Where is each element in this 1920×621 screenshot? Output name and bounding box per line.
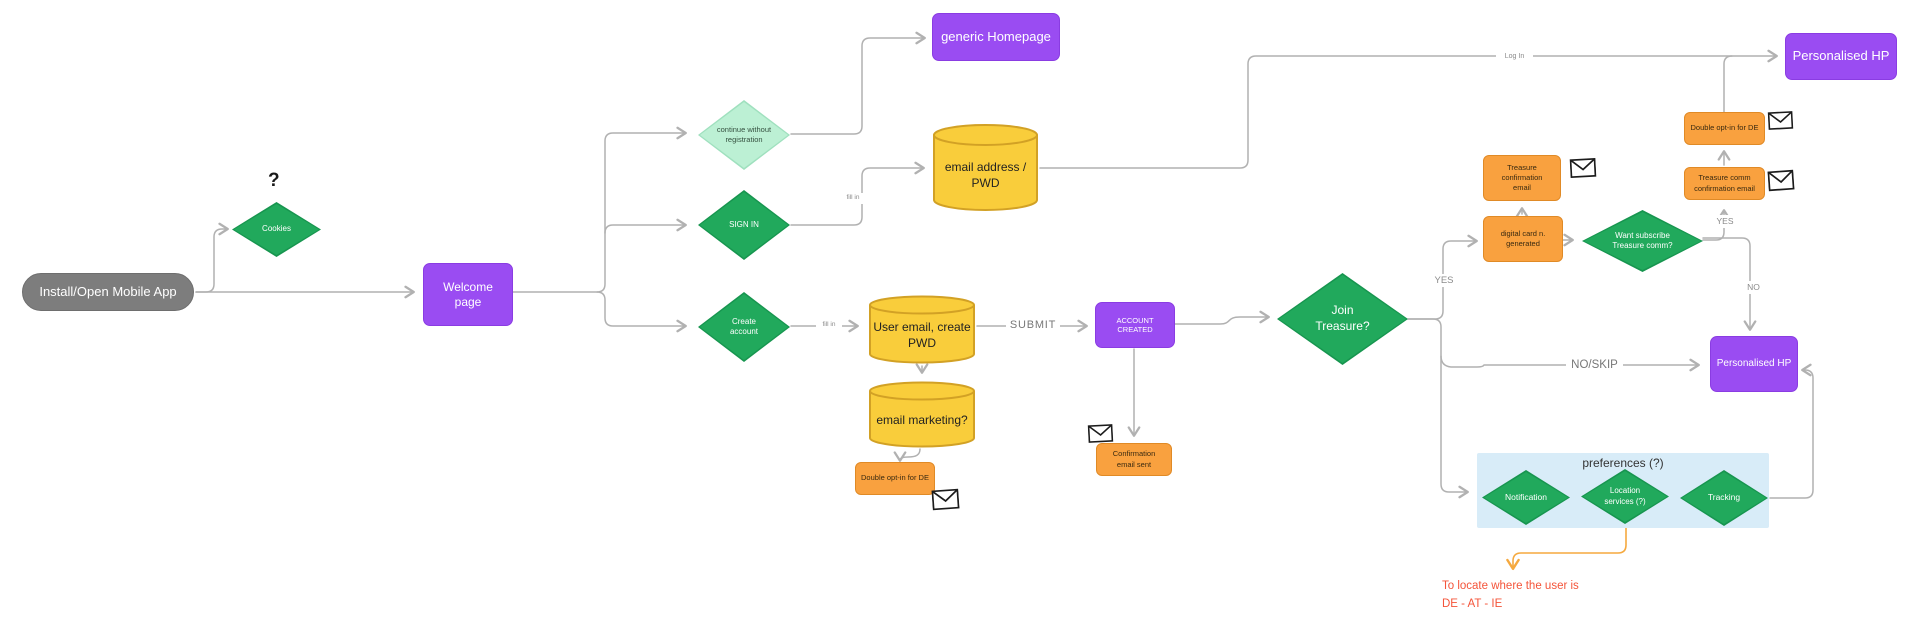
node-tracking[interactable]: Tracking [1680, 470, 1768, 526]
edge-label-no-subscribe[interactable]: NO [1742, 281, 1765, 294]
node-label: Confirmation email sent [1112, 449, 1156, 469]
edge-label-submit[interactable]: SUBMIT [1006, 318, 1060, 333]
node-label: Double opt-in for DE [861, 473, 929, 483]
node-location-services[interactable]: Location services (?) [1581, 469, 1669, 524]
node-double-opt-in-de-1[interactable]: Double opt-in for DE [855, 462, 935, 495]
node-join-treasure[interactable]: Join Treasure? [1277, 273, 1408, 365]
cylinder-shape [869, 295, 975, 364]
envelope-icon[interactable] [1569, 157, 1597, 179]
node-label: Treasure comm confirmation email [1694, 173, 1755, 193]
edge-label-yes-subscribe[interactable]: YES [1712, 215, 1738, 228]
edge-account-to-join[interactable] [1174, 310, 1270, 325]
edge-join-noskip-to-personalised[interactable] [1440, 355, 1700, 372]
edge-welcome-to-signin[interactable] [604, 218, 687, 234]
node-cookies[interactable]: Cookies [232, 202, 321, 257]
node-label: Treasure confirmation email [1501, 162, 1543, 193]
node-label: Install/Open Mobile App [39, 283, 177, 299]
edge-login-to-personalised-top[interactable] [1039, 49, 1778, 169]
node-label: email address / PWD [944, 159, 1027, 190]
node-label: Cookies [262, 224, 291, 234]
edge-join-down-to-preferences[interactable] [1407, 318, 1469, 499]
node-label: Location services (?) [1604, 486, 1646, 506]
node-account-created[interactable]: ACCOUNT CREATED [1095, 302, 1175, 348]
node-treasure-comm-confirmation-email[interactable]: Treasure comm confirmation email [1684, 167, 1765, 200]
node-label: Want subscribe Treasure comm? [1612, 230, 1673, 250]
edge-label-yes-join[interactable]: YES [1431, 274, 1457, 287]
envelope-icon[interactable] [931, 488, 960, 511]
node-label: Personalised HP [1792, 48, 1890, 64]
edge-install-to-cookies[interactable] [195, 222, 229, 293]
annotation-line1: To locate where the user is [1442, 580, 1579, 592]
node-notification[interactable]: Notification [1482, 470, 1570, 525]
edge-tracking-to-personalised[interactable] [1769, 363, 1814, 499]
edge-label-log-in[interactable]: Log In [1496, 50, 1533, 62]
node-double-opt-in-de-2[interactable]: Double opt-in for DE [1684, 112, 1765, 145]
node-label: email marketing? [876, 412, 968, 427]
node-label: User email, create PWD [873, 320, 971, 350]
node-confirmation-email-sent[interactable]: Confirmation email sent [1096, 443, 1172, 476]
edge-label-fill-in-create[interactable]: fill in [816, 320, 842, 331]
node-label: Welcome page [443, 279, 493, 309]
edge-marketing-to-double-opt[interactable] [893, 448, 921, 462]
node-label: Personalised HP [1716, 357, 1792, 369]
node-welcome-page[interactable]: Welcome page [423, 263, 513, 326]
envelope-icon[interactable] [1767, 110, 1794, 130]
cylinder-shape [933, 124, 1038, 211]
node-treasure-confirmation-email[interactable]: Treasure confirmation email [1483, 155, 1561, 201]
node-label: SIGN IN [729, 219, 759, 229]
node-continue-without-registration[interactable]: continue without registration [698, 100, 790, 170]
node-label: digital card n. generated [1500, 228, 1546, 248]
node-label: Double opt-in for DE [1690, 123, 1759, 133]
edge-continue-to-generic-hp[interactable] [790, 31, 926, 135]
node-user-email-create-pwd[interactable]: User email, create PWD [868, 294, 976, 364]
annotation-locate-user[interactable]: To locate where the user is DE - AT - IE [1442, 578, 1579, 612]
edge-location-annotation[interactable] [1506, 522, 1627, 571]
node-generic-homepage[interactable]: generic Homepage [932, 13, 1060, 61]
edge-label-no-skip[interactable]: NO/SKIP [1566, 358, 1623, 374]
node-label: Join Treasure? [1315, 303, 1370, 333]
edge-subscribe-no-to-personalised[interactable] [1702, 237, 1757, 331]
node-install-open-app[interactable]: Install/Open Mobile App [22, 273, 194, 311]
cylinder-shape [869, 381, 975, 448]
node-email-marketing[interactable]: email marketing? [868, 380, 976, 448]
edge-double-opt2-up-merge[interactable] [1723, 55, 1733, 113]
edge-welcome-to-create[interactable] [596, 291, 687, 333]
node-want-subscribe-treasure-comm[interactable]: Want subscribe Treasure comm? [1582, 210, 1703, 272]
node-sign-in[interactable]: SIGN IN [698, 190, 790, 260]
annotation-line2: DE - AT - IE [1442, 598, 1503, 611]
edge-welcome-to-continue[interactable] [512, 126, 687, 293]
node-label: Tracking [1707, 492, 1741, 503]
node-label: Create account [729, 316, 759, 336]
preferences-title: preferences (?) [1582, 456, 1664, 470]
node-personalised-hp-mid[interactable]: Personalised HP [1710, 336, 1798, 392]
node-digital-card-generated[interactable]: digital card n. generated [1483, 216, 1563, 262]
node-label: continue without registration [716, 125, 772, 144]
node-personalised-hp-top[interactable]: Personalised HP [1785, 33, 1897, 80]
envelope-icon[interactable] [1087, 423, 1114, 443]
node-label: ACCOUNT CREATED [1116, 315, 1154, 334]
node-create-account[interactable]: Create account [698, 292, 790, 362]
node-label: generic Homepage [941, 28, 1051, 44]
node-label: Notification [1504, 491, 1548, 502]
node-email-address-pwd[interactable]: email address / PWD [932, 122, 1039, 212]
question-mark-annotation[interactable]: ? [268, 170, 280, 191]
envelope-icon[interactable] [1767, 169, 1795, 192]
edge-label-fill-in-signin[interactable]: fill in [841, 193, 865, 204]
